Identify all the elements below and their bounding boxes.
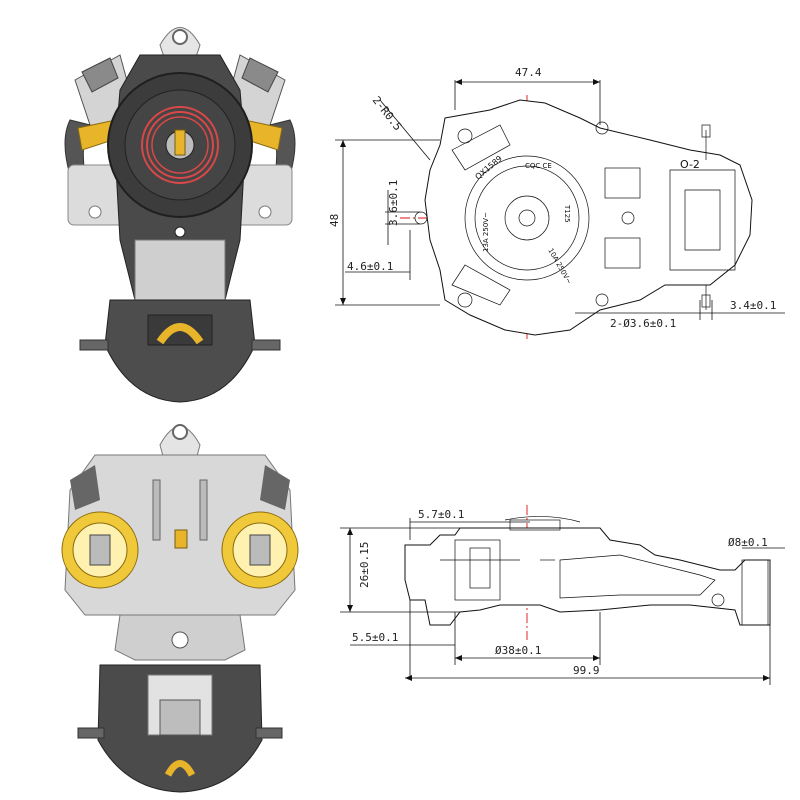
side-view-outline — [404, 516, 771, 626]
switch-marking: O-2 — [680, 158, 700, 171]
center-hole-label: 3.6±0.1 — [387, 180, 400, 226]
overall-width-label: 47.4 — [515, 66, 542, 79]
overall-length-label: 99.9 — [573, 664, 600, 677]
pin-diameter-label: Ø8±0.1 — [728, 536, 768, 549]
side-height-label: 26±0.15 — [358, 542, 371, 588]
offset-label: 4.6±0.1 — [347, 260, 393, 273]
disc-diameter-label: Ø38±0.1 — [495, 644, 541, 657]
height-label: 48 — [328, 214, 341, 227]
bottom-step-label: 5.5±0.1 — [352, 631, 398, 644]
pin-width-label: 3.4±0.1 — [730, 299, 776, 312]
temp-rating-marking: T125 — [563, 204, 571, 223]
top-step-label: 5.7±0.1 — [418, 508, 464, 521]
top-view-outline — [414, 99, 753, 336]
rating-a-marking: 13A 250V~ — [482, 212, 490, 252]
cert-marking: CQC CE — [525, 162, 552, 170]
mount-holes-label: 2-Ø3.6±0.1 — [610, 317, 676, 330]
